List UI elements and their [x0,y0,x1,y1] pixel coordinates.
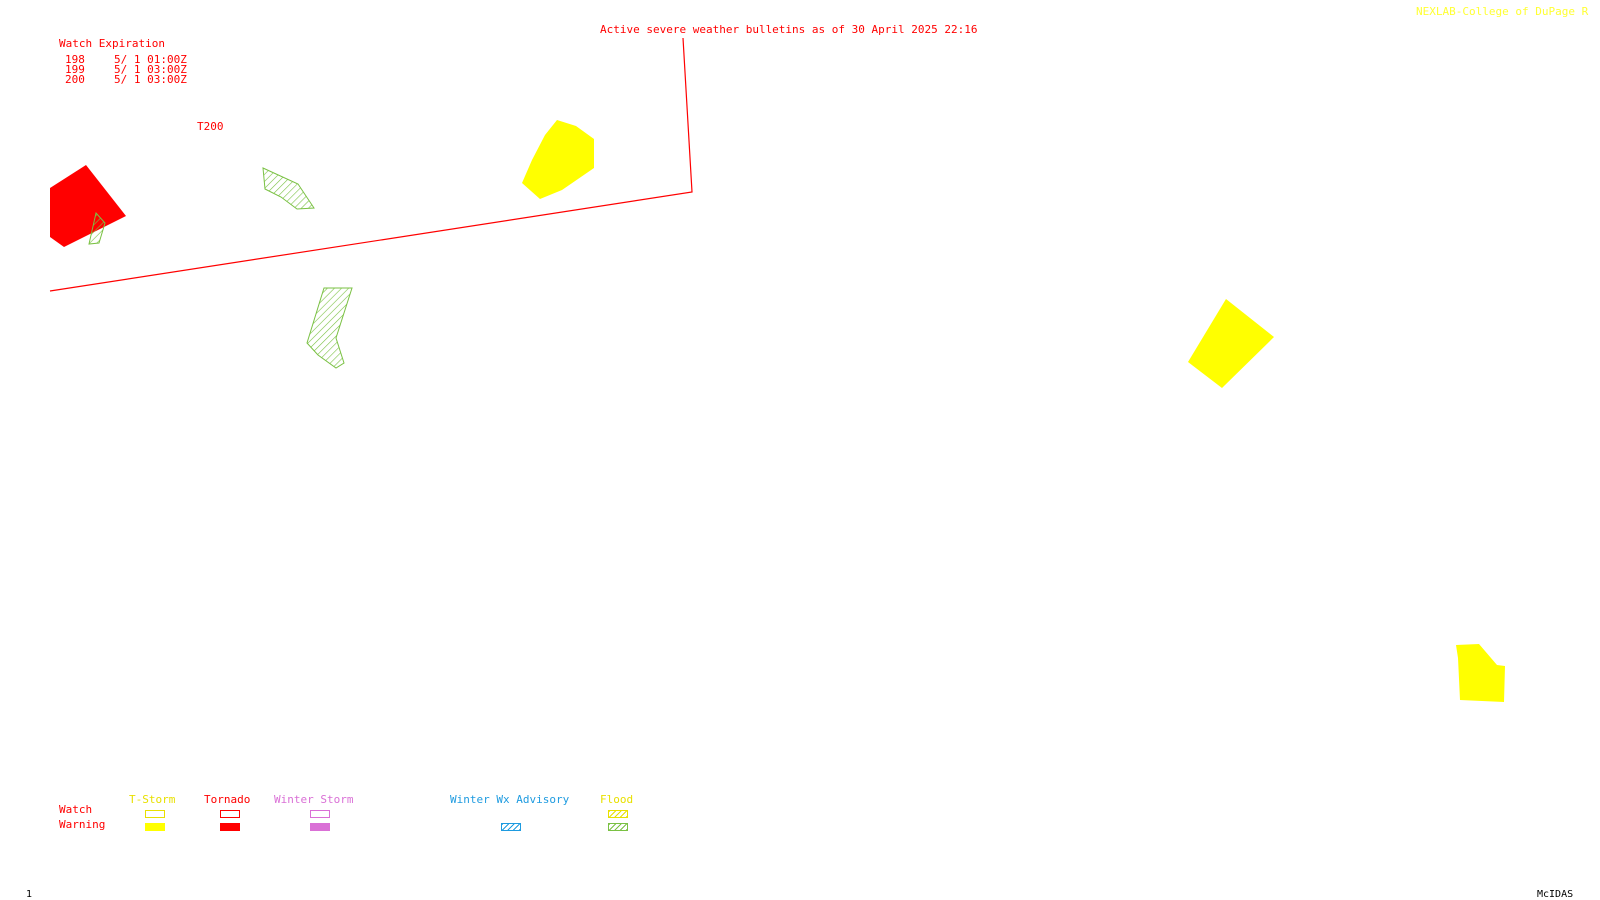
tstorm-warning-polygon [1456,644,1505,702]
tornado-warning-polygon [50,165,126,247]
legend-swatch-winter-storm-watch [310,810,330,818]
watch-number: 198 [65,53,85,66]
software-label: McIDAS [1537,889,1574,900]
legend-swatch-tornado-warning [220,823,240,831]
legend-label-tornado: Tornado [204,793,251,806]
watch-expiry-time: 5/ 1 03:00Z [114,63,187,76]
frame-number: 1 [26,889,33,900]
legend-swatch-winter-advisory [501,823,521,831]
tstorm-warning-polygon [522,120,594,199]
legend-swatch-tstorm-warning [145,823,165,831]
flood-warning-polygon [88,211,106,245]
watch-expiry-time: 5/ 1 03:00Z [114,73,187,86]
watch-number: 200 [65,73,85,86]
tstorm-warning-polygon [1188,299,1274,388]
legend-swatch-flood-warning [608,823,628,831]
legend-label-winter-storm: Winter Storm [274,793,354,806]
legend-label-flood: Flood [600,793,634,806]
legend-row-warning: Warning [59,818,106,831]
watch-expiry-time: 5/ 1 01:00Z [114,53,187,66]
watch-box-outline [49,37,693,292]
legend-label-tstorm: T-Storm [129,793,176,806]
credit-label: NEXLAB-College of DuPage R [1416,5,1589,18]
legend-swatch-flood-watch [608,810,628,818]
legend-swatch-tstorm-watch [145,810,165,818]
legend-swatch-tornado-watch [220,810,240,818]
legend-row-watch: Watch [59,803,93,816]
flood-warning-polygon [306,287,353,369]
watch-expiration-heading: Watch Expiration [59,37,165,50]
flood-warning-polygon [262,167,315,210]
watch-number: 199 [65,63,85,76]
legend-label-winter-advisory: Winter Wx Advisory [450,793,570,806]
legend-swatch-winter-storm-warning [310,823,330,831]
bulletin-title: Active severe weather bulletins as of 30… [600,23,978,36]
watch-label: T200 [197,120,224,133]
